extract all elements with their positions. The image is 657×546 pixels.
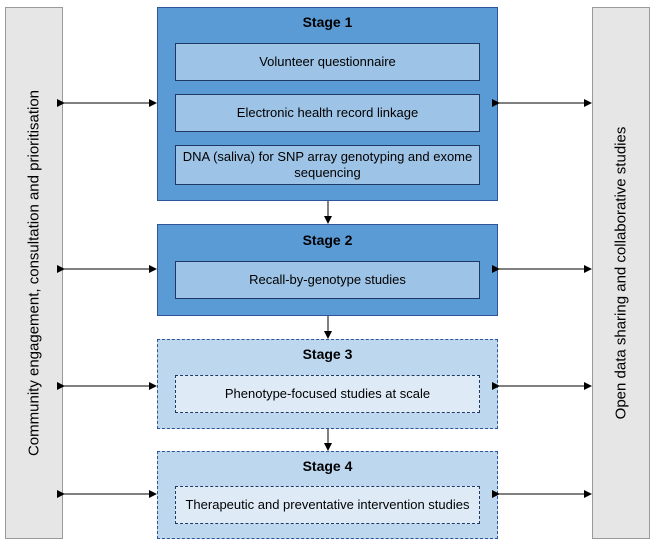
stage-1-item-questionnaire: Volunteer questionnaire <box>175 43 480 81</box>
stage-2-item-recall-by-genotype: Recall-by-genotype studies <box>175 261 480 299</box>
open-data-sharing-panel: Open data sharing and collaborative stud… <box>592 7 650 539</box>
stage-1-title: Stage 1 <box>302 14 353 30</box>
stage-4-item-intervention-studies: Therapeutic and preventative interventio… <box>175 486 480 524</box>
stage-4-box: Stage 4 Therapeutic and preventative int… <box>157 451 498 539</box>
stage-2-title: Stage 2 <box>302 232 353 248</box>
stage-1-item-ehr-linkage: Electronic health record linkage <box>175 94 480 132</box>
stage-4-title: Stage 4 <box>302 458 353 474</box>
stage-3-box: Stage 3 Phenotype-focused studies at sca… <box>157 339 498 429</box>
stage-3-item-phenotype-studies: Phenotype-focused studies at scale <box>175 375 480 413</box>
stage-3-title: Stage 3 <box>302 346 353 362</box>
stage-1-box: Stage 1 Volunteer questionnaire Electron… <box>157 7 498 201</box>
stage-1-item-dna-saliva: DNA (saliva) for SNP array genotyping an… <box>175 145 480 185</box>
community-engagement-panel: Community engagement, consultation and p… <box>5 7 63 539</box>
